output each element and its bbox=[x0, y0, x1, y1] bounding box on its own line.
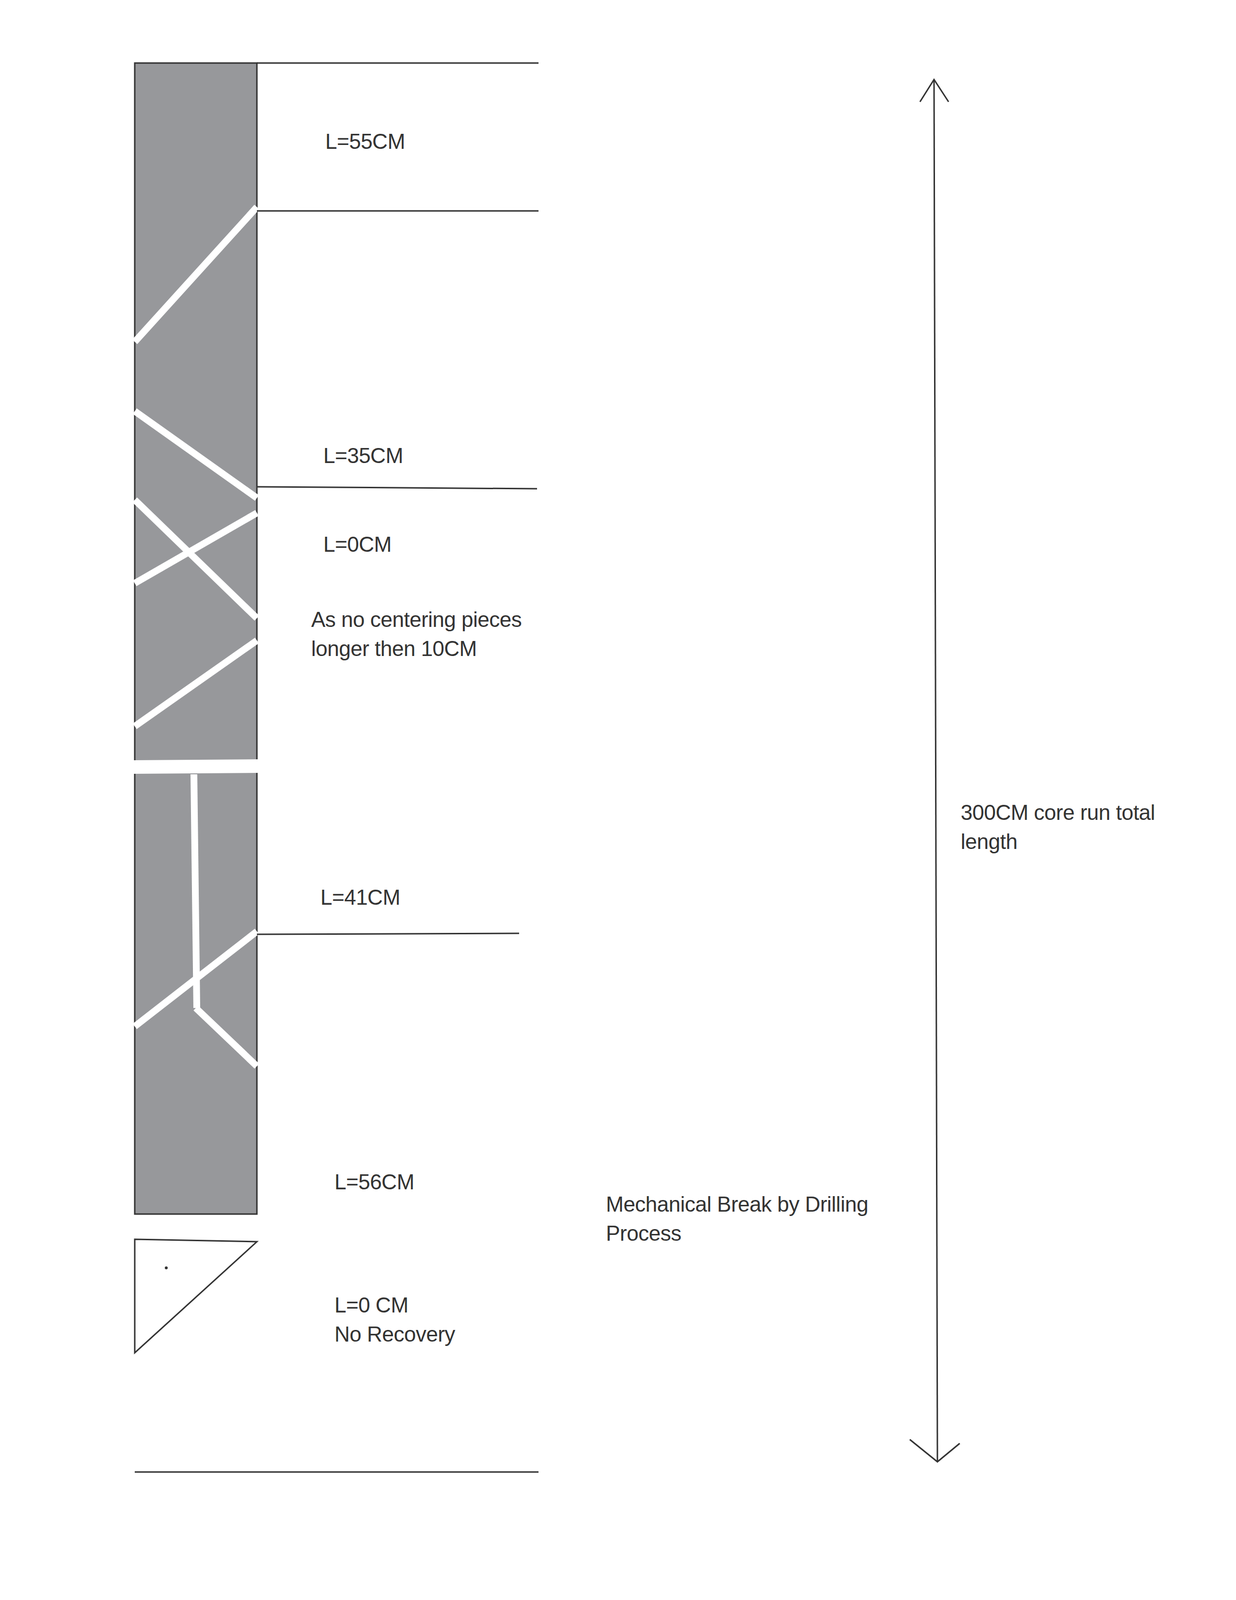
divider-line bbox=[256, 933, 520, 935]
fracture bbox=[134, 499, 257, 618]
piece-length: L=41CM bbox=[320, 882, 401, 912]
fracture bbox=[195, 1007, 257, 1066]
divider-line bbox=[256, 210, 539, 212]
fracture bbox=[134, 512, 257, 584]
piece-length: L=0 CM bbox=[334, 1290, 409, 1320]
core-column bbox=[134, 63, 257, 1214]
piece-lines bbox=[134, 63, 539, 1472]
length-arrow bbox=[909, 79, 960, 1462]
piece-length: L=56CM bbox=[334, 1167, 415, 1197]
piece-length: L=0CM bbox=[323, 529, 392, 559]
arrow-head bbox=[909, 1439, 960, 1462]
fracture bbox=[131, 765, 260, 767]
dot bbox=[164, 1266, 168, 1269]
lost-core-triangle bbox=[134, 1238, 257, 1353]
note: No Recovery bbox=[334, 1319, 456, 1349]
divider-line bbox=[256, 486, 538, 489]
divider-line bbox=[134, 1471, 539, 1473]
dimension-label: 300CM core run total length bbox=[960, 797, 1213, 856]
divider-line bbox=[256, 62, 539, 64]
arrow-head bbox=[919, 79, 949, 102]
note: As no centering pieces longer then 10CM bbox=[311, 604, 583, 664]
piece-length: L=35CM bbox=[323, 441, 404, 471]
arrow-shaft bbox=[934, 79, 938, 1462]
fracture bbox=[193, 774, 197, 1008]
note: Mechanical Break by Drilling Process bbox=[605, 1189, 917, 1248]
piece-length: L=55CM bbox=[325, 126, 406, 157]
fracture bbox=[134, 640, 257, 727]
fracture bbox=[134, 206, 257, 342]
fracture bbox=[134, 411, 257, 498]
fractures bbox=[131, 206, 260, 1066]
